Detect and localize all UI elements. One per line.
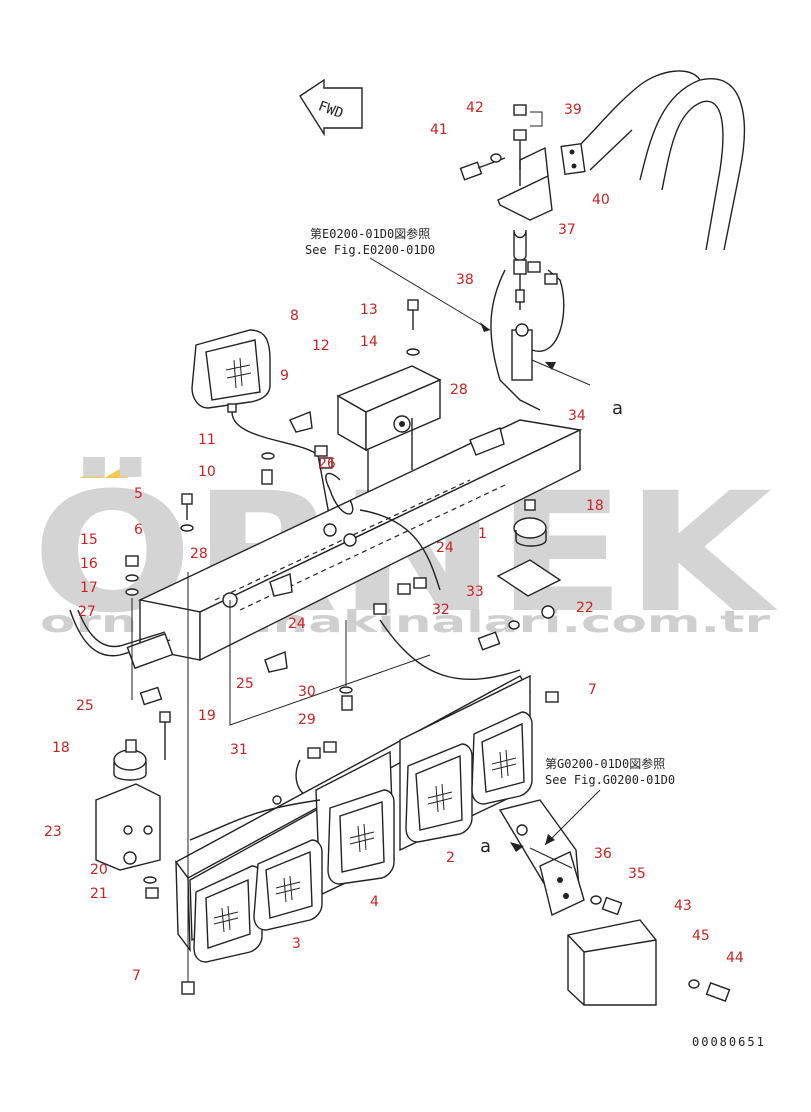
callout-25-mid: 25: [236, 676, 254, 692]
callout-7-bottom: 7: [132, 968, 141, 984]
callout-33: 33: [466, 584, 484, 600]
lamp-2b: [471, 711, 533, 805]
relay-right: [477, 499, 562, 651]
callout-7-right: 7: [588, 682, 597, 698]
lamp-3a: [193, 865, 263, 963]
reference-e-jp: 第E0200-01D0図参照: [310, 226, 430, 241]
callout-26: 26: [318, 456, 336, 472]
callout-35: 35: [628, 866, 646, 882]
callout-41: 41: [430, 122, 448, 138]
callout-12: 12: [312, 338, 330, 354]
callout-44: 44: [726, 950, 744, 966]
side-bracket: [498, 799, 731, 1006]
hardware-left: [125, 452, 559, 995]
callout-3: 3: [292, 936, 301, 952]
callout-42: 42: [466, 100, 484, 116]
callout-43: 43: [674, 898, 692, 914]
callout-25-left: 25: [76, 698, 94, 714]
callout-10: 10: [198, 464, 216, 480]
callout-19: 19: [198, 708, 216, 724]
view-marker-a-bottom: a: [480, 836, 491, 857]
callout-39: 39: [564, 102, 582, 118]
reference-g-jp: 第G0200-01D0図参照: [545, 756, 665, 771]
callout-34: 34: [568, 408, 586, 424]
view-marker-a-top: a: [612, 398, 623, 419]
callout-31: 31: [230, 742, 248, 758]
drawing-number: 00080651: [692, 1035, 766, 1049]
callout-37: 37: [558, 222, 576, 238]
callout-45: 45: [692, 928, 710, 944]
lamp-bar: [174, 674, 533, 963]
lamp-4: [327, 789, 395, 885]
watermark-accent-left: [80, 468, 104, 478]
switch-bracket: [459, 104, 586, 221]
lamp-2a: [405, 743, 473, 843]
limit-switch: [490, 229, 591, 411]
relay-box: [336, 299, 442, 500]
reference-g-en: See Fig.G0200-01D0: [545, 773, 675, 787]
callout-1: 1: [478, 526, 487, 542]
callout-16: 16: [80, 556, 98, 572]
guard-rail: [574, 70, 745, 251]
callout-9: 9: [280, 368, 289, 384]
callout-24-right: 24: [436, 540, 454, 556]
left-arm: [69, 609, 174, 670]
callout-13: 13: [360, 302, 378, 318]
reference-e-en: See Fig.E0200-01D0: [305, 243, 435, 257]
callout-38: 38: [456, 272, 474, 288]
callout-18-left: 18: [52, 740, 70, 756]
callout-27: 27: [78, 604, 96, 620]
lamp-3b: [253, 839, 323, 931]
callout-5: 5: [134, 486, 143, 502]
callout-17: 17: [80, 580, 98, 596]
callout-28-left: 28: [190, 546, 208, 562]
connectors: [264, 411, 521, 801]
callout-15: 15: [80, 532, 98, 548]
leader-lines: [369, 257, 601, 846]
callout-6: 6: [134, 522, 143, 538]
callout-2: 2: [446, 850, 455, 866]
callout-22: 22: [576, 600, 594, 616]
relay-left: [95, 711, 171, 899]
fwd-arrow: FWD: [299, 78, 363, 137]
callout-20: 20: [90, 862, 108, 878]
callout-18-right: 18: [586, 498, 604, 514]
callout-24-mid: 24: [288, 616, 306, 632]
work-light: [191, 329, 331, 521]
callout-labels: 1 2 3 4 5 6 7 7 8 9 10 11 12 13 14 15 16…: [44, 100, 744, 984]
callout-14: 14: [360, 334, 378, 350]
callout-4: 4: [370, 894, 379, 910]
callout-32: 32: [432, 602, 450, 618]
callout-40: 40: [592, 192, 610, 208]
watermark-accent-right: [104, 468, 128, 478]
callout-28-top: 28: [450, 382, 468, 398]
callout-29: 29: [298, 712, 316, 728]
callout-21: 21: [90, 886, 108, 902]
callout-36: 36: [594, 846, 612, 862]
callout-8: 8: [290, 308, 299, 324]
callout-23: 23: [44, 824, 62, 840]
callout-30: 30: [298, 684, 316, 700]
callout-11: 11: [198, 432, 216, 448]
